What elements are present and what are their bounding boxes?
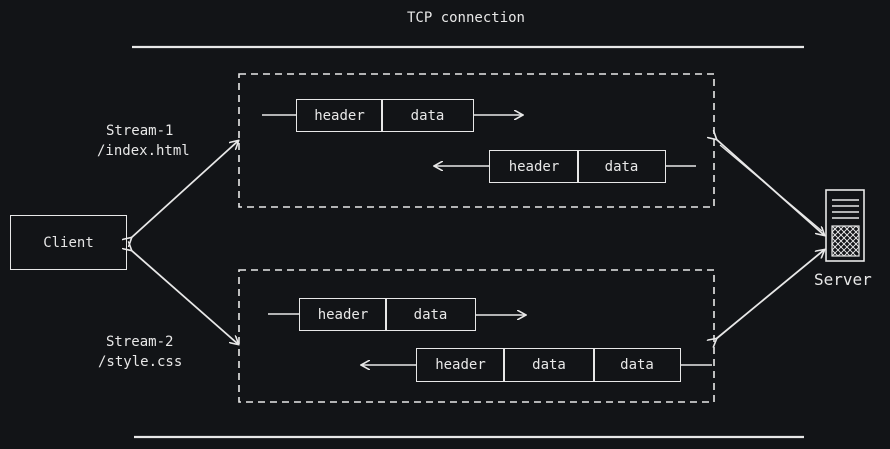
stream-1-request-data-frame: data [381, 99, 474, 132]
client-box: Client [10, 215, 127, 270]
stream-1-box [238, 73, 715, 208]
stream-2-path: /style.css [98, 354, 183, 370]
stream-2-response-header-frame: header [416, 348, 505, 382]
stream-2-request-data-frame: data [385, 298, 476, 331]
stream-1-name: Stream-1 [106, 123, 174, 139]
server-label: Server [814, 270, 872, 289]
client-stream-2-connector [131, 250, 238, 344]
client-label: Client [43, 234, 94, 251]
client-stream-1-connector [131, 141, 238, 238]
stream-1-path: /index.html [97, 143, 190, 159]
server-stream-1-connector-sketch [719, 144, 823, 232]
stream-2-name: Stream-2 [106, 334, 174, 350]
diagram-title: TCP connection [406, 10, 525, 26]
stream-1-request-header-frame: header [296, 99, 383, 132]
stream-2-response-data-frame-1: data [503, 348, 595, 382]
stream-1-response-header-frame: header [489, 150, 579, 183]
server-icon [825, 189, 865, 262]
server-stream-2-connector [716, 250, 824, 339]
stream-2-response-data-frame-2: data [593, 348, 681, 382]
stream-2-request-header-frame: header [299, 298, 387, 331]
stream-1-response-data-frame: data [577, 150, 666, 183]
stream-2-box [238, 269, 715, 403]
